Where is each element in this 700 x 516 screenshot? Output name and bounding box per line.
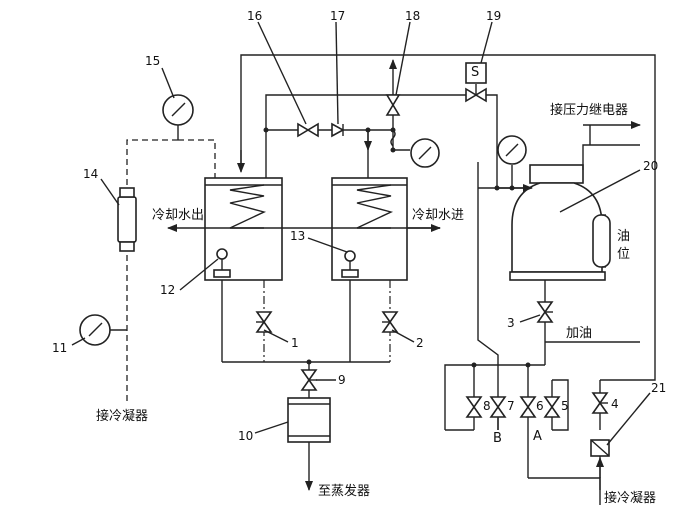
valve-19 (465, 62, 487, 103)
callout-17: 17 (330, 9, 346, 23)
upper-manifold-pipes (265, 94, 498, 188)
to-condenser-left-label: 接冷凝器 (96, 409, 149, 424)
oil-level-label-1: 油 (617, 229, 631, 244)
port-a-label: A (533, 429, 542, 444)
callout-18: 18 (405, 9, 421, 23)
filter-21 (590, 439, 610, 505)
oil-level-label-2: 位 (617, 247, 631, 262)
valve-6 (519, 396, 537, 418)
callout-16: 16 (247, 9, 263, 23)
callout-14: 14 (83, 167, 99, 181)
discharge-vertical (477, 162, 499, 430)
callout-8: 8 (483, 399, 491, 413)
receiver-14 (117, 187, 137, 252)
callout-4: 4 (611, 397, 619, 411)
solenoid-s-label: S (471, 65, 480, 80)
gauge-15 (162, 94, 194, 140)
callout-13: 13 (290, 229, 306, 243)
gauge-11 (79, 314, 127, 346)
callout-19: 19 (486, 9, 502, 23)
to-condenser-right-label: 接冷凝器 (604, 491, 657, 506)
callout-2: 2 (416, 336, 424, 350)
cooling-water-out-label: 冷却水出 (152, 208, 205, 223)
callout-6: 6 (536, 399, 544, 413)
gauge-compressor (497, 135, 527, 165)
valve-8 (465, 396, 483, 418)
drain-lines (221, 280, 391, 398)
callout-5: 5 (561, 399, 569, 413)
valve-18 (385, 59, 401, 116)
port-b-label: B (493, 431, 502, 446)
valve-1 (255, 311, 273, 333)
left-exchanger (204, 177, 283, 281)
top-pipe-loop (237, 54, 656, 381)
pressure-relay-label: 接压力继电器 (550, 103, 629, 118)
compressor-suction-pipes (478, 165, 533, 192)
callout-1: 1 (291, 336, 299, 350)
callout-7: 7 (507, 399, 515, 413)
cooling-water-in-label: 冷却水进 (412, 208, 465, 223)
callout-12: 12 (160, 283, 176, 297)
valve-4 (591, 392, 609, 414)
callout-20: 20 (643, 159, 659, 173)
callout-15: 15 (145, 54, 161, 68)
drier-10 (287, 397, 331, 491)
add-oil-label: 加油 (566, 326, 593, 341)
compressor (509, 121, 641, 281)
valve-5 (543, 380, 561, 430)
callout-9: 9 (338, 373, 346, 387)
valve-16 (297, 122, 319, 138)
oil-add-line (536, 280, 640, 365)
callout-10: 10 (238, 429, 254, 443)
right-exchanger (331, 177, 408, 281)
valve-9 (300, 369, 318, 391)
gauge-right-exchanger (410, 138, 440, 168)
callout-leaders (71, 21, 651, 446)
bottom-manifold (444, 364, 601, 490)
valve-17 (331, 122, 345, 138)
to-evaporator-label: 至蒸发器 (318, 484, 371, 499)
callout-11: 11 (52, 341, 68, 355)
callout-3: 3 (507, 316, 515, 330)
valve-2 (381, 311, 399, 333)
dashed-signal-lines (126, 139, 216, 405)
callout-21: 21 (651, 381, 667, 395)
valve-7 (489, 396, 507, 418)
